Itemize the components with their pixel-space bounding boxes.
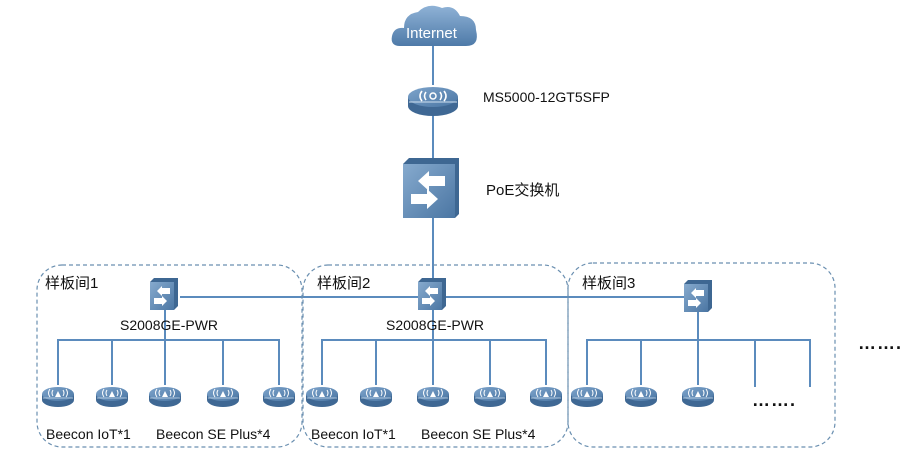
switch-icon-room3 xyxy=(684,280,712,312)
room-name: 样板间2 xyxy=(317,275,371,292)
links xyxy=(57,45,811,387)
ap-group-room3 xyxy=(570,386,715,408)
ap-icon xyxy=(570,386,604,408)
room-name: 样板间3 xyxy=(582,275,636,292)
devices-label: Beecon IoT*1 xyxy=(311,426,396,442)
more-rooms-ellipsis: ……. xyxy=(858,333,903,353)
internet-label: Internet xyxy=(406,25,457,42)
poe-switch-icon xyxy=(403,158,459,218)
room-box-1 xyxy=(36,264,303,448)
ap-icon xyxy=(206,386,240,408)
devices-label: Beecon SE Plus*4 xyxy=(156,426,271,442)
wireless-router-icon xyxy=(408,87,458,116)
poe-switch-label: PoE交换机 xyxy=(486,182,560,199)
ap-icon xyxy=(359,386,393,408)
ap-icon xyxy=(624,386,658,408)
ap-icon xyxy=(41,386,75,408)
switch-label: S2008GE-PWR xyxy=(386,317,485,333)
room-name: 样板间1 xyxy=(45,275,99,292)
ap-group-room1 xyxy=(41,386,296,408)
room-box-3 xyxy=(567,262,836,448)
ap-icon xyxy=(95,386,129,408)
ap-icon xyxy=(305,386,339,408)
ap-icon xyxy=(529,386,563,408)
switch-icon-room1 xyxy=(150,278,178,310)
ap-icon xyxy=(681,386,715,408)
ap-icon xyxy=(416,386,450,408)
ap-icon xyxy=(473,386,507,408)
switch-label: S2008GE-PWR xyxy=(120,317,219,333)
ap-icon xyxy=(148,386,182,408)
switch-icon-room2 xyxy=(418,278,446,310)
devices-label: Beecon SE Plus*4 xyxy=(421,426,536,442)
devices-label: Beecon IoT*1 xyxy=(46,426,131,442)
gateway-label: MS5000-12GT5SFP xyxy=(483,89,610,105)
room-box-2 xyxy=(302,264,569,448)
more-aps-ellipsis: ……. xyxy=(752,390,797,410)
ap-icon xyxy=(262,386,296,408)
ap-group-room2 xyxy=(305,386,563,408)
internet-cloud-icon xyxy=(391,5,477,46)
